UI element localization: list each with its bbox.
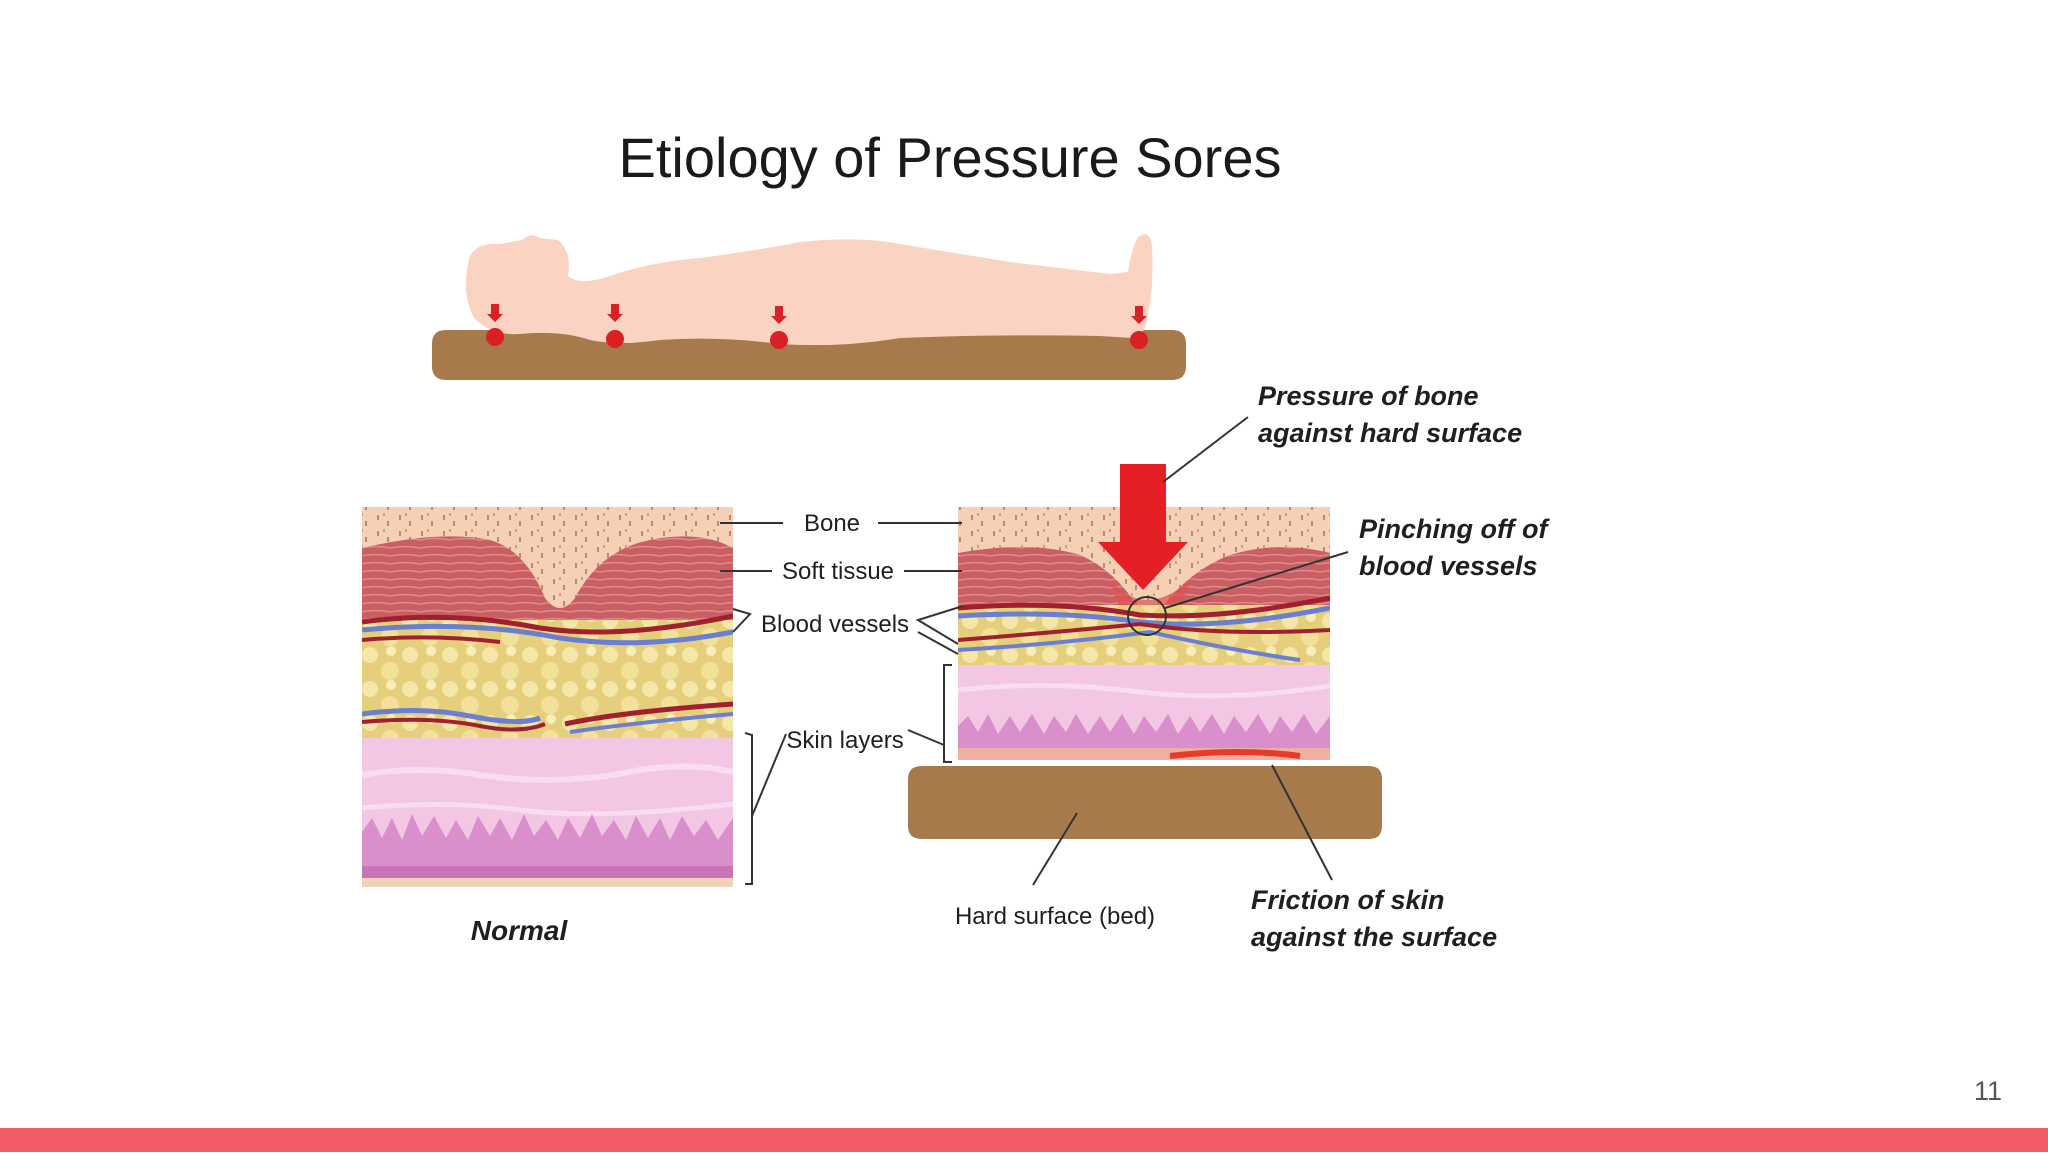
label-soft-tissue: Soft tissue bbox=[782, 558, 894, 585]
pressure-point-shoulder bbox=[606, 304, 624, 348]
hard-surface-bed bbox=[908, 766, 1382, 839]
pressure-arrow bbox=[1098, 464, 1188, 590]
page-number: 11 bbox=[1973, 1076, 2002, 1106]
body-silhouette bbox=[465, 234, 1153, 346]
pressure-point-sacrum bbox=[770, 306, 788, 349]
label-pressure-line1: Pressure of bone bbox=[1258, 381, 1479, 411]
label-normal: Normal bbox=[471, 915, 569, 946]
soft-tissue-layer bbox=[362, 536, 733, 640]
normal-tissue-panel bbox=[362, 507, 733, 887]
label-blood-vessels: Blood vessels bbox=[761, 611, 909, 638]
label-pinching-line2: blood vessels bbox=[1359, 551, 1538, 581]
diagram-title: Etiology of Pressure Sores bbox=[619, 126, 1282, 189]
label-friction-line2: against the surface bbox=[1251, 922, 1497, 952]
label-bone: Bone bbox=[804, 510, 860, 537]
label-hard-surface: Hard surface (bed) bbox=[955, 903, 1155, 930]
pressure-point-heel bbox=[1130, 306, 1148, 349]
pressure-point-head bbox=[486, 304, 504, 346]
label-pinching-line1: Pinching off of bbox=[1359, 514, 1550, 544]
pinch-point-circle bbox=[1127, 596, 1167, 636]
footer-accent-bar bbox=[0, 1128, 2048, 1152]
label-friction-line1: Friction of skin bbox=[1251, 885, 1445, 915]
compressed-tissue-panel bbox=[958, 507, 1330, 760]
person-on-bed bbox=[432, 234, 1186, 380]
dermis-layer bbox=[362, 814, 733, 870]
center-labels bbox=[720, 416, 1349, 886]
label-pressure-line2: against hard surface bbox=[1258, 418, 1522, 448]
label-skin-layers: Skin layers bbox=[786, 727, 903, 754]
